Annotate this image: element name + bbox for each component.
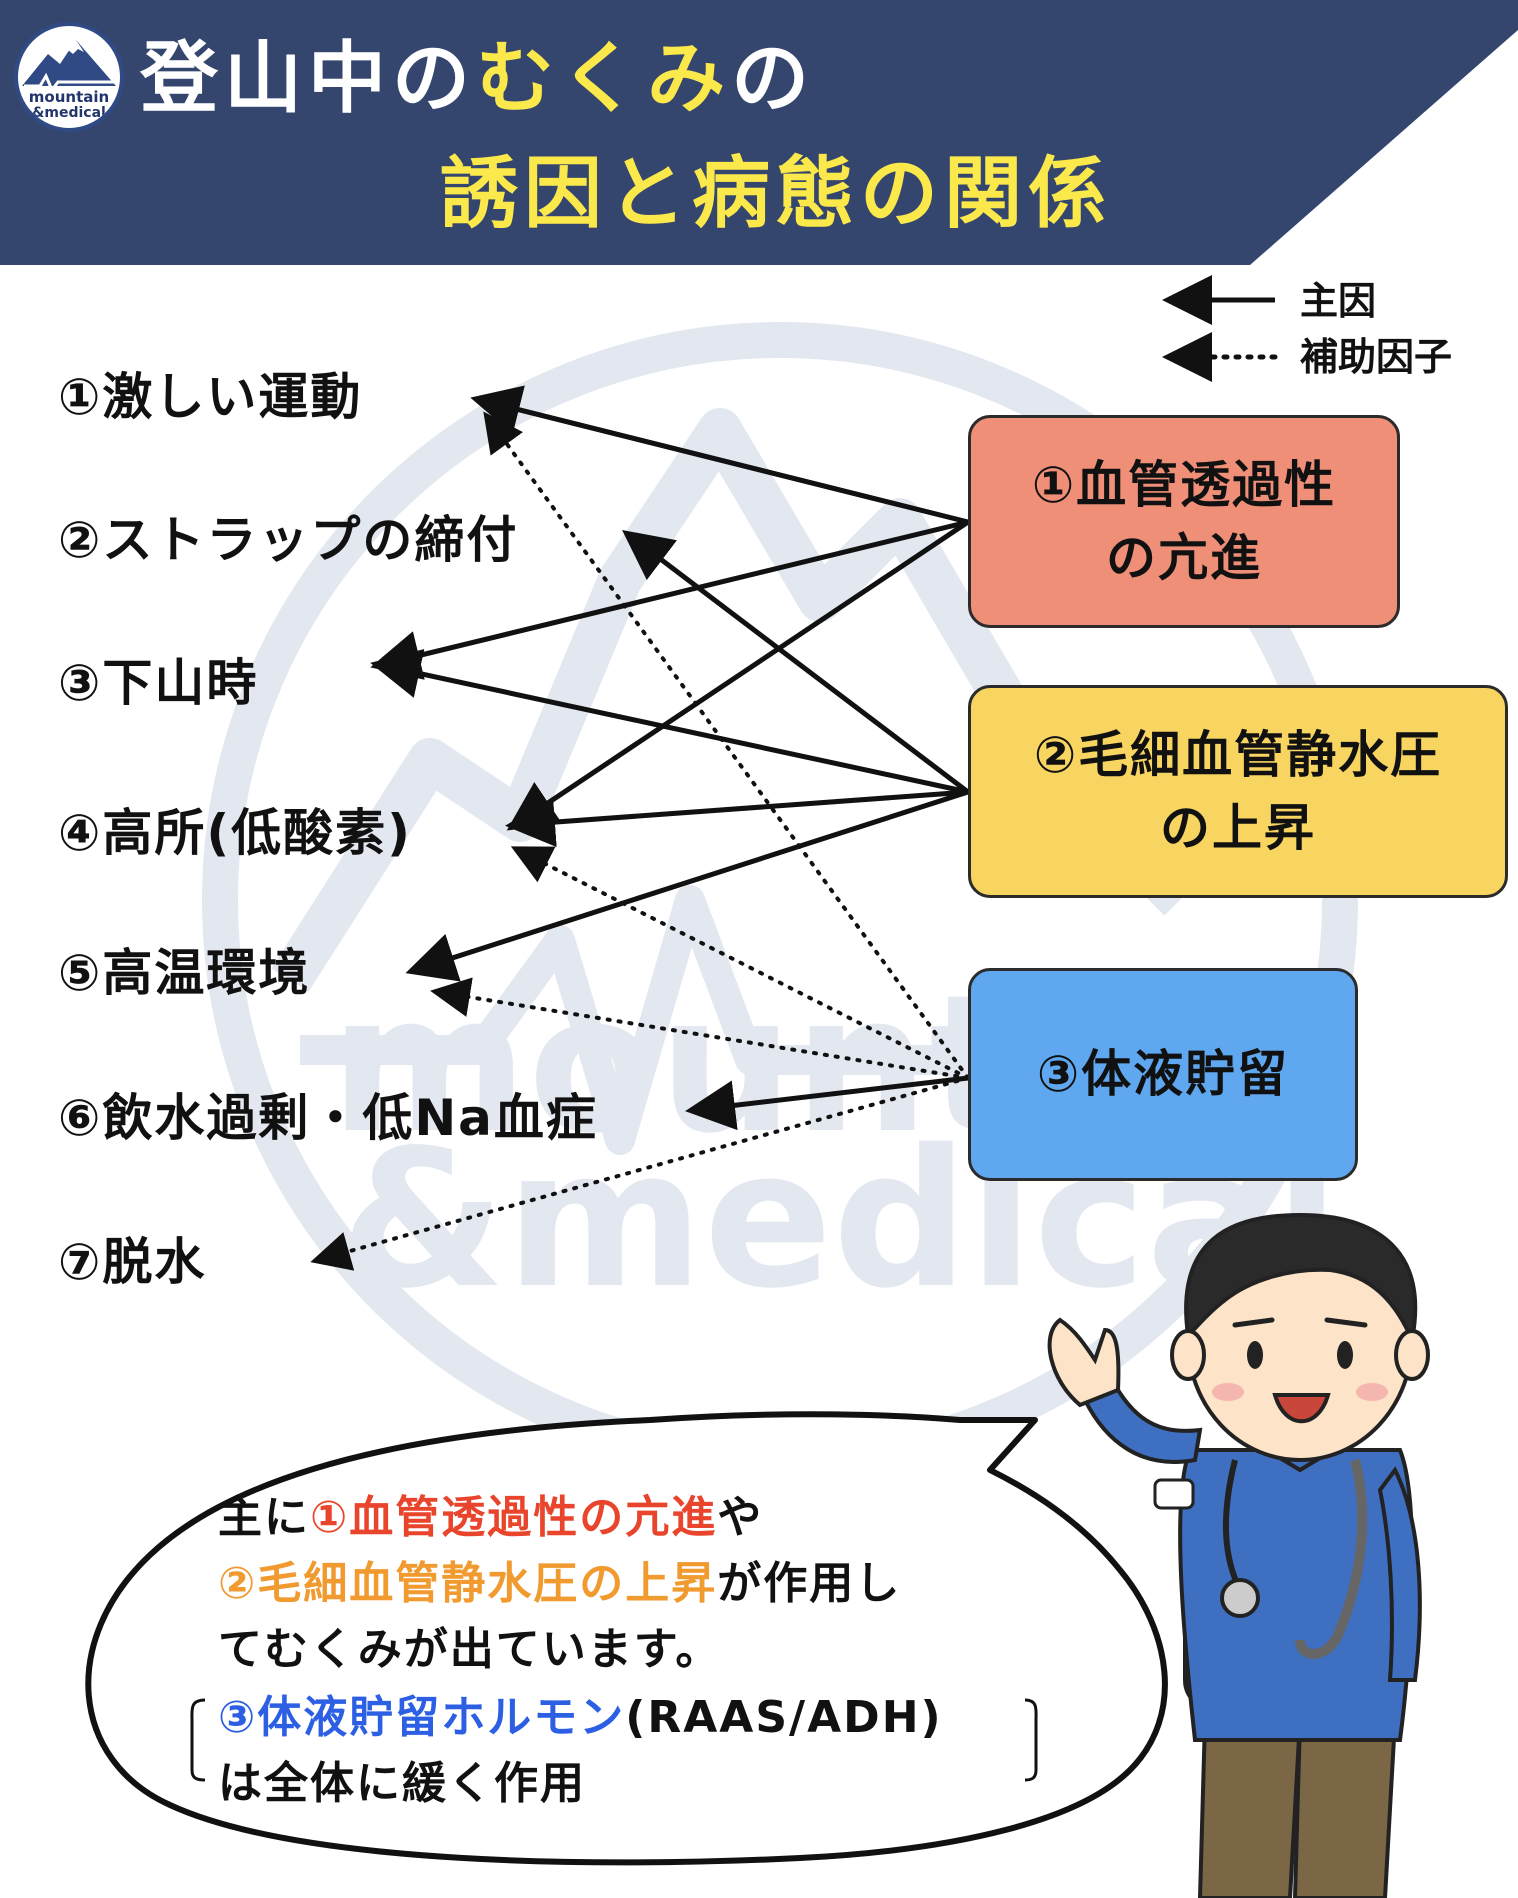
relation-arrow-main-2-to-3	[370, 649, 969, 795]
text-run: 登山中の	[140, 34, 477, 124]
bubble-line-2: ②毛細血管静水圧の上昇が作用し	[218, 1562, 901, 1606]
doctor-mascot	[1047, 1212, 1430, 1898]
bubble-line-4: ③体液貯留ホルモン(RAAS/ADH)	[218, 1696, 943, 1740]
relation-arrow-auxiliary-3-to-1	[483, 411, 970, 1080]
cause-strap-tightening: ②ストラップの締付	[58, 511, 519, 569]
relation-arrow-main-3-to-6	[685, 1075, 969, 1131]
text-run: が作用し	[717, 1558, 902, 1609]
relation-arrow-main-2-to-2	[622, 529, 970, 794]
text-run: てむくみが出ています。	[218, 1624, 722, 1675]
title-line-1: 登山中のむくみの	[140, 40, 815, 118]
relation-arrow-auxiliary-3-to-7	[310, 1076, 970, 1271]
bracket-left	[190, 1698, 206, 1782]
relation-arrow-main-1-to-1	[470, 385, 969, 525]
state-line: ①血管透過性	[1031, 456, 1337, 514]
text-run: は全体に緩く作用	[218, 1758, 586, 1809]
state-vascular-permeability: ①血管透過性 の亢進	[968, 415, 1400, 628]
state-line: の上昇	[1160, 798, 1316, 857]
speech-bubble	[85, 1411, 1168, 1866]
relation-arrows	[310, 385, 970, 1271]
state-line: の亢進	[1106, 528, 1262, 587]
cause-overhydration: ⑥飲水過剰・低Na血症	[58, 1089, 598, 1147]
text-run: の	[731, 34, 816, 124]
text-run: ①血管透過性の亢進	[310, 1492, 718, 1543]
mountain-icon	[22, 40, 116, 92]
relation-arrow-main-2-to-4	[505, 789, 969, 848]
text-run: の	[860, 149, 945, 239]
text-run: 主に	[218, 1492, 310, 1543]
brand-logo: mountain &medical	[14, 22, 124, 132]
logo-text-line2: &medical	[32, 105, 106, 121]
legend-auxiliary-label: 補助因子	[1300, 335, 1453, 379]
relation-arrow-main-2-to-5	[405, 789, 969, 982]
state-line: ③体液貯留	[1036, 1045, 1290, 1104]
text-run: むくみ	[476, 34, 732, 124]
relation-arrow-main-1-to-4	[506, 519, 970, 831]
state-fluid-retention: ③体液貯留	[968, 968, 1358, 1181]
cause-high-altitude: ④高所(低酸素)	[58, 804, 413, 862]
title-line-2: 誘因と病態の関係	[440, 155, 1112, 233]
relation-arrow-auxiliary-3-to-4	[510, 846, 970, 1080]
cause-hot-environment: ⑤高温環境	[58, 944, 311, 1002]
state-capillary-pressure: ②毛細血管静水圧 の上昇	[968, 685, 1508, 898]
legend-main-label: 主因	[1300, 279, 1377, 323]
text-run: 病態	[692, 149, 861, 239]
cause-intense-exercise: ①激しい運動	[58, 368, 363, 426]
bracket-right	[1024, 1698, 1038, 1782]
text-run: (RAAS/ADH)	[625, 1692, 943, 1743]
state-line: ②毛細血管静水圧	[1033, 726, 1443, 784]
cause-descent: ③下山時	[58, 654, 259, 712]
logo-text-line1: mountain	[28, 88, 110, 106]
text-run: 関係	[944, 149, 1113, 239]
text-run: ②毛細血管静水圧の上昇	[218, 1558, 718, 1609]
text-run: と	[608, 149, 693, 239]
text-run: 誘因	[440, 149, 609, 239]
bubble-line-5: は全体に緩く作用	[218, 1762, 586, 1806]
relation-arrow-main-1-to-3	[370, 519, 969, 680]
text-run: や	[717, 1492, 764, 1543]
text-run: ③体液貯留ホルモン	[218, 1692, 626, 1743]
bubble-line-3: てむくみが出ています。	[218, 1628, 721, 1672]
bubble-line-1: 主に①血管透過性の亢進や	[218, 1496, 763, 1540]
relation-arrow-auxiliary-3-to-5	[430, 977, 970, 1080]
cause-dehydration: ⑦脱水	[58, 1233, 207, 1291]
header-band	[0, 0, 1518, 265]
